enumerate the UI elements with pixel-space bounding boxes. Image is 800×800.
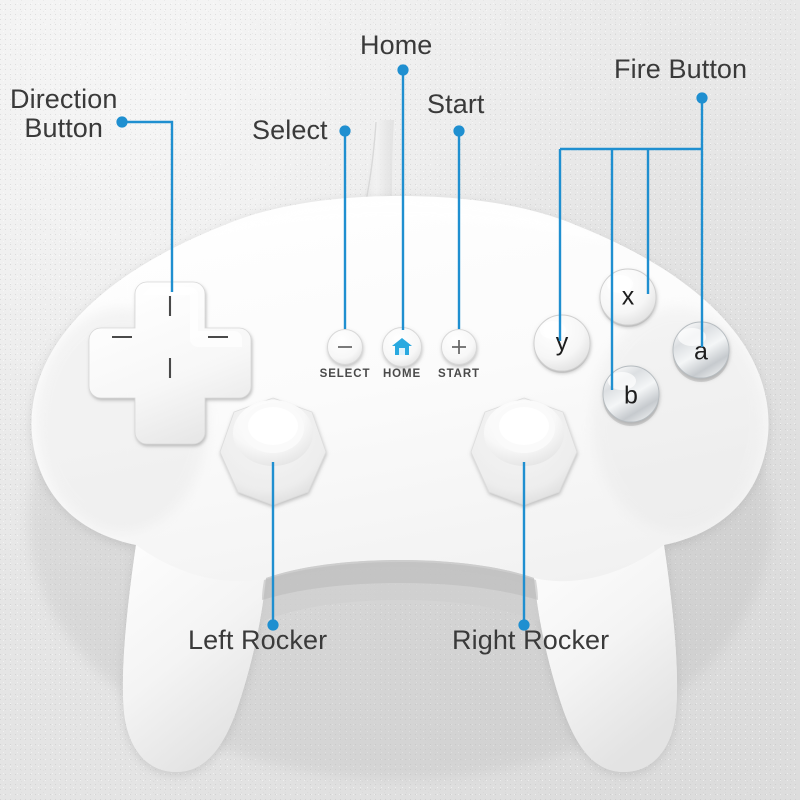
callout-dot-fire-button [696, 92, 708, 104]
body-highlight [192, 200, 608, 242]
callout-label-select: Select [252, 115, 328, 145]
callout-dot-right-rocker [518, 619, 530, 631]
left-analog-stick[interactable] [219, 397, 327, 506]
callout-label-direction-button-line1: Direction [10, 84, 118, 114]
callout-dot-select [339, 125, 351, 137]
d-pad[interactable] [88, 281, 252, 445]
plus-icon [452, 340, 466, 354]
callout-label-left-rocker: Left Rocker [188, 625, 328, 655]
callout-dot-left-rocker [267, 619, 279, 631]
callout-dot-direction-button [116, 116, 128, 128]
b-button-char: b [624, 381, 638, 410]
face-button-cluster [533, 268, 730, 426]
callout-dots [116, 64, 708, 631]
callout-dot-home [397, 64, 409, 76]
d-pad-ticks [112, 296, 228, 378]
system-button-cluster [327, 327, 477, 367]
start-button-caption: START [438, 368, 480, 380]
callout-dot-start [453, 125, 465, 137]
y-button[interactable] [533, 314, 591, 373]
callout-line-direction-button [122, 120, 174, 292]
a-button-char: a [694, 337, 708, 366]
b-button[interactable] [602, 365, 660, 426]
select-button[interactable] [327, 329, 363, 365]
callout-label-home: Home [360, 30, 433, 60]
controller-grips [122, 545, 678, 772]
x-button[interactable] [599, 268, 657, 327]
analog-sticks [219, 397, 578, 506]
right-analog-stick[interactable] [470, 397, 578, 506]
callout-label-direction-button-line2: Button [24, 113, 104, 144]
a-button[interactable] [672, 321, 730, 382]
start-button[interactable] [441, 329, 477, 365]
callout-label-right-rocker: Right Rocker [452, 625, 610, 655]
callout-label-fire-button: Fire Button [614, 54, 748, 84]
home-button-caption: HOME [382, 368, 422, 380]
x-button-char: x [621, 282, 635, 311]
callout-label-start: Start [427, 89, 485, 119]
callout-label-direction-button: Direction Button [10, 84, 118, 144]
home-icon [392, 338, 412, 355]
select-button-caption: SELECT [319, 368, 371, 380]
